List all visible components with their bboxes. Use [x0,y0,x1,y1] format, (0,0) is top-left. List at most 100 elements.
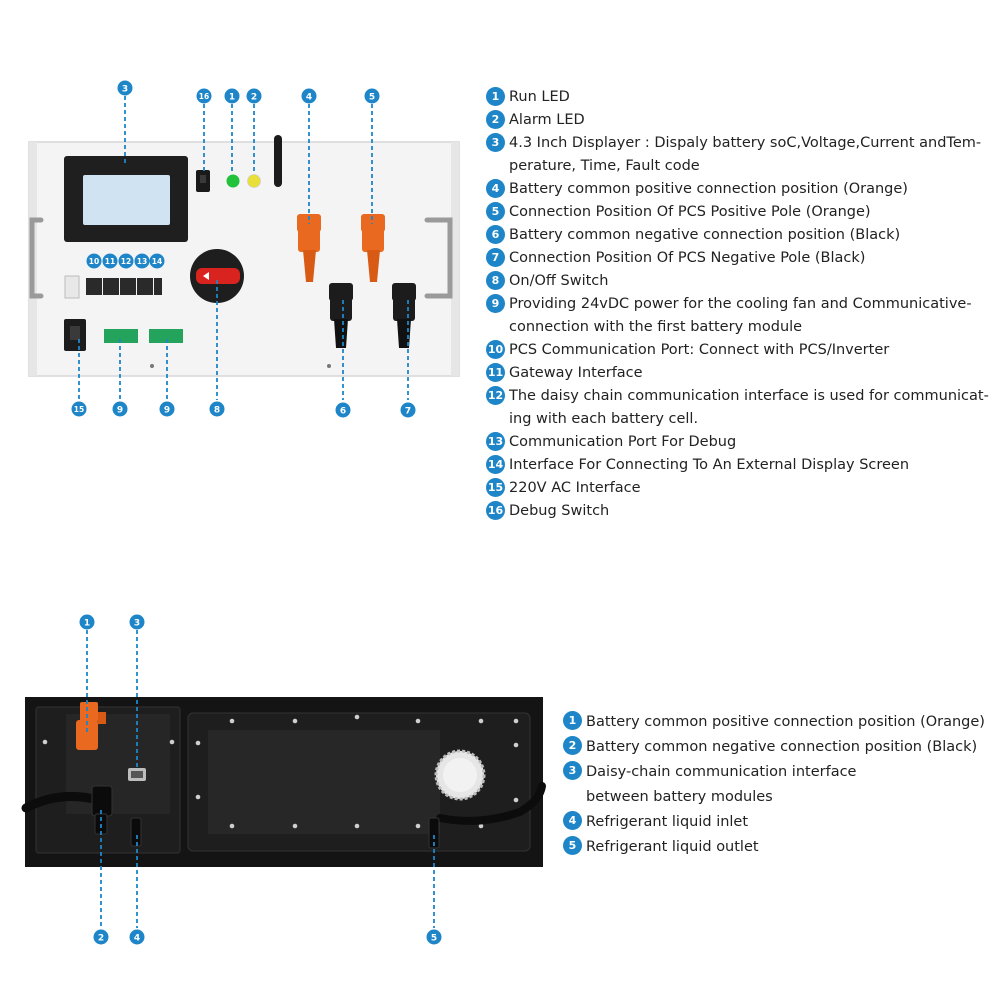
port-10 [86,278,102,295]
legend-number-badge: 4 [486,179,505,198]
small-label-plate [64,275,80,299]
legend-text: Connection Position Of PCS Negative Pole… [509,250,866,266]
legend-text: 4.3 Inch Displayer : Dispaly battery soC… [509,135,982,174]
svg-text:6: 6 [340,407,346,417]
legend-number-badge: 12 [486,386,505,405]
red-switch-handle [196,268,240,284]
rear-screws [42,714,519,829]
left-handle [29,217,44,299]
switch-arrow [203,272,209,280]
svg-text:15: 15 [74,405,84,414]
svg-text:2: 2 [98,934,104,944]
rear-orange-connector [76,702,106,750]
svg-text:13: 13 [137,257,147,266]
legend-text: PCS Communication Port: Connect with PCS… [509,342,890,358]
legend-text: Providing 24vDC power for the cooling fa… [509,296,972,335]
coolant-hose-right [436,782,546,825]
svg-text:1: 1 [84,619,90,629]
svg-text:3: 3 [134,619,140,629]
svg-text:9: 9 [117,406,123,416]
callout-b1: 1 [79,614,95,630]
callout-2: 2 [246,88,262,104]
legend-text: Refrigerant liquid inlet [586,814,749,830]
callout-b5: 5 [426,929,442,945]
legend-number-badge: 13 [486,432,505,451]
right-handle [424,217,453,299]
coolant-hose-left [21,791,103,813]
rear-panel [21,697,546,867]
legend-text: Connection Position Of PCS Positive Pole… [509,204,871,220]
svg-text:7: 7 [405,407,411,417]
svg-text:2: 2 [251,93,257,103]
legend-text: The daisy chain communication interface … [509,388,989,427]
legend-text: Run LED [509,89,570,105]
legend-text: Battery common negative connection posit… [509,227,901,243]
legend-number-badge: 4 [563,811,582,830]
callout-9b: 9 [159,401,175,417]
callout-7: 7 [400,402,416,418]
legend-number-badge: 2 [486,110,505,129]
legend-number-badge: 5 [563,836,582,855]
callout-9a: 9 [112,401,128,417]
svg-text:1: 1 [229,93,235,103]
callout-10: 10 [86,253,102,269]
terminal-block-9b [149,329,183,343]
antenna [274,135,282,187]
legend-number-badge: 16 [486,501,505,520]
rear-outlet-fitting [428,817,440,849]
legend-text: 220V AC Interface [509,480,641,496]
legend-number-badge: 9 [486,294,505,313]
legend-text: Battery common positive connection posit… [509,181,908,197]
svg-text:5: 5 [369,93,375,103]
black-connector-7 [392,283,416,348]
svg-text:12: 12 [121,257,131,266]
svg-text:5: 5 [431,934,437,944]
legend-text: Battery common negative connection posit… [586,739,978,755]
alarm-led [247,174,261,188]
port-12 [120,278,136,295]
svg-text:16: 16 [199,92,209,101]
callout-1: 1 [224,88,240,104]
legend-text: Battery common positive connection posit… [586,714,985,730]
callout-3: 3 [117,80,133,96]
legend-number-badge: 3 [486,133,505,152]
callout-b4: 4 [129,929,145,945]
legend-text: Interface For Connecting To An External … [509,457,910,473]
svg-text:10: 10 [89,257,99,266]
display-screen [83,175,170,225]
svg-text:4: 4 [306,93,312,103]
black-connector-6 [329,283,353,348]
svg-text:4: 4 [134,934,140,944]
rear-inner-plate [208,730,440,834]
callout-6: 6 [335,402,351,418]
ac-inlet-socket [70,326,80,340]
legend-text: Gateway Interface [509,365,643,381]
callout-11: 11 [102,253,118,269]
legend-text: Alarm LED [509,112,585,128]
svg-text:3: 3 [122,85,128,95]
callout-16: 16 [196,88,212,104]
legend-number-badge: 2 [563,736,582,755]
refrigerant-cap-center [443,758,477,792]
legend-number-badge: 11 [486,363,505,382]
bottom-leader-lines [86,630,435,928]
rear-daisy-chain-port-socket [131,771,143,778]
legend-number-badge: 15 [486,478,505,497]
